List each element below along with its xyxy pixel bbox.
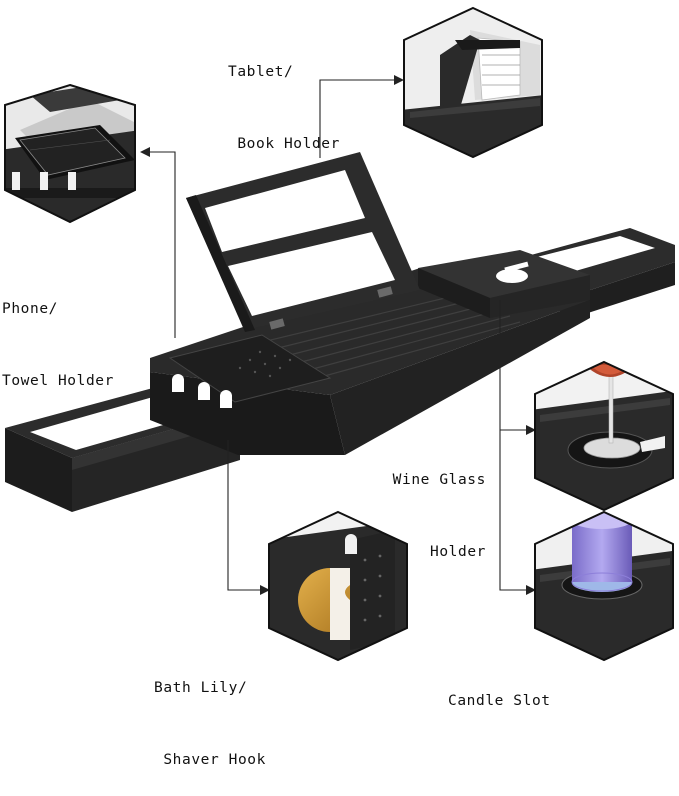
wine-glass-holder-label: Wine Glass Holder <box>392 420 486 588</box>
tablet-label-line-1: Tablet/ <box>228 64 294 80</box>
tablet-book-holder-label: Tablet/ Book Holder <box>228 12 340 180</box>
tablet-holder-detail <box>403 6 543 159</box>
product-illustration <box>4 6 675 662</box>
bath-label-line-1: Bath Lily/ <box>154 680 248 696</box>
bath-label-line-2: Shaver Hook <box>154 752 266 768</box>
callout-arrowheads <box>140 75 536 595</box>
bath-lily-shaver-hook-detail <box>268 510 408 662</box>
candle-slot-label: Candle Slot <box>448 651 551 731</box>
phone-label-line-2: Towel Holder <box>2 373 114 389</box>
wine-label-line-1: Wine Glass <box>392 472 486 488</box>
bath-lily-shaver-hook-label: Bath Lily/ Shaver Hook <box>154 628 266 796</box>
main-tray <box>150 250 590 455</box>
wine-label-line-2: Holder <box>430 544 486 560</box>
candle-label-line-1: Candle Slot <box>448 693 551 709</box>
book-stand <box>186 152 420 332</box>
candle-slot-detail <box>534 510 674 662</box>
phone-holder-detail <box>4 83 136 224</box>
tablet-label-line-2: Book Holder <box>228 136 340 152</box>
phone-label-line-1: Phone/ <box>2 301 58 317</box>
callout-lines <box>150 79 528 591</box>
phone-towel-holder-label: Phone/ Towel Holder <box>2 249 114 417</box>
bath-caddy <box>5 152 675 512</box>
wine-glass-holder-detail <box>534 360 674 512</box>
